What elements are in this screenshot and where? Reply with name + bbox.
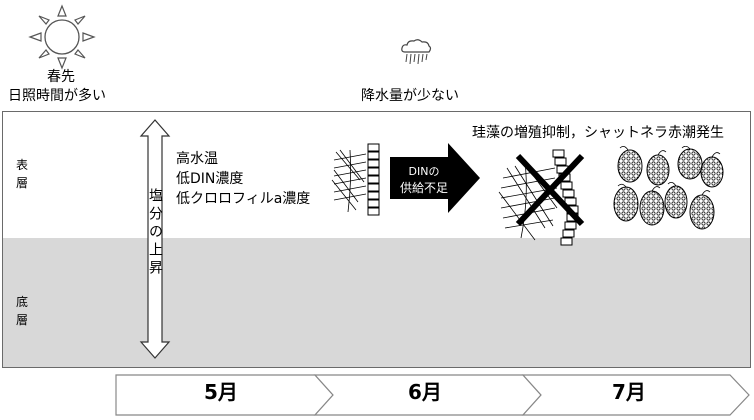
- rain-label: 降水量が少ない: [361, 88, 459, 104]
- condition-high-temp: 高水温: [176, 151, 218, 167]
- month-june: 6月: [408, 380, 442, 404]
- sunshine-label: 日照時間が多い: [8, 88, 106, 104]
- month-may: 5月: [204, 380, 238, 404]
- chattonella-cell-icon: [613, 146, 724, 230]
- bottom-layer: [3, 238, 750, 367]
- din-supply-arrow: [390, 143, 480, 213]
- month-july: 7月: [612, 380, 646, 404]
- timeline-segment-july: [521, 374, 750, 416]
- bottom-layer-label: 底層: [15, 295, 28, 327]
- din-arrow-line2: 供給不足: [399, 181, 448, 195]
- rain-cloud-icon: [401, 39, 432, 65]
- cross-mark-icon: [515, 153, 585, 227]
- surface-layer-label: 表層: [15, 158, 28, 190]
- outcome-label: 珪藻の増殖抑制，シャットネラ赤潮発生: [472, 125, 724, 141]
- double-arrow-icon: [139, 119, 171, 359]
- condition-low-chl: 低クロロフィルa濃度: [176, 191, 311, 207]
- salinity-label: 塩分の上昇: [147, 188, 163, 278]
- din-arrow-line1: DINの: [408, 165, 440, 178]
- diatom-chain-icon: [331, 143, 380, 216]
- condition-low-din: 低DIN濃度: [176, 171, 244, 187]
- sun-icon: [28, 4, 96, 70]
- spring-label: 春先: [47, 69, 75, 85]
- timeline: [115, 374, 750, 416]
